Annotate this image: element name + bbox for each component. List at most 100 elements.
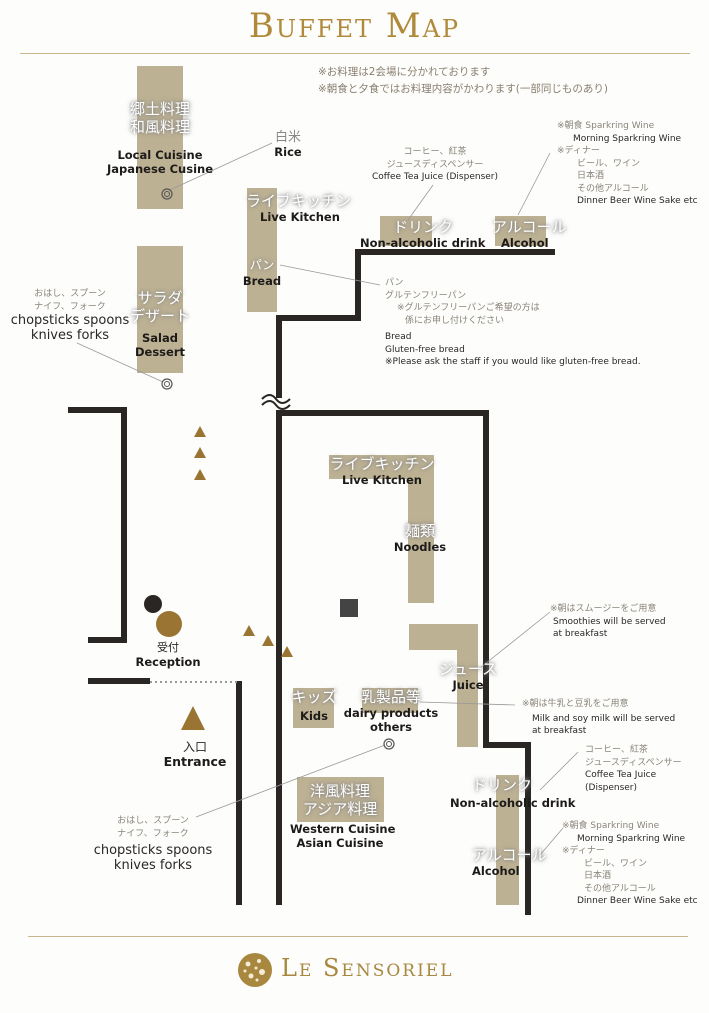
dairy-jp: 乳製品等 xyxy=(360,688,421,706)
callout-text: ジュースディスペンサー xyxy=(585,757,682,768)
local-en2: Japanese Cusine xyxy=(106,162,214,176)
bread-en: Bread xyxy=(242,274,282,288)
callout-text: ※グルテンフリーパンご希望の方は xyxy=(397,303,540,313)
callout-text: (Dispenser) xyxy=(585,782,638,793)
juice-en: Juice xyxy=(452,678,484,692)
callout-text: ※朝食 Sparkring Wine xyxy=(562,821,660,831)
pillar-square xyxy=(340,599,358,617)
label-noodles: 麺類 Noodles xyxy=(380,522,460,554)
live1-jp: ライブキッチン xyxy=(246,192,352,210)
callout-text: chopsticks spoons xyxy=(10,313,130,328)
table-alcohol-1 xyxy=(495,216,546,246)
rice-jp: 白米 xyxy=(274,130,301,145)
callout-text: knives forks xyxy=(30,328,110,343)
live2-jp: ライブキッチン xyxy=(329,455,435,473)
callout-dairy: ※朝は牛乳と豆乳をご用意 Milk and soy milk will be s… xyxy=(522,698,675,738)
table-juice xyxy=(457,624,478,747)
callout-text: Morning Sparkring Wine xyxy=(573,133,682,144)
wall-break-icon xyxy=(261,394,291,410)
alcohol1-en: Alcohol xyxy=(501,236,549,250)
callout-drink-1: コーヒー、紅茶 ジュースディスペンサー Coffee Tea Juice (Di… xyxy=(370,146,500,184)
salad-en2: Dessert xyxy=(134,345,185,359)
callout-alcohol-2: ※朝食 Sparkring Wine Morning Sparkring Win… xyxy=(562,820,698,908)
callout-text: Coffee Tea Juice (Dispenser) xyxy=(371,172,499,182)
label-salad: サラダ デザート Salad Dessert xyxy=(122,289,198,359)
callout-text: ※朝食 Sparkring Wine xyxy=(557,121,655,131)
callout-text: ジュースディスペンサー xyxy=(386,159,484,170)
dairy-en1: dairy products xyxy=(343,706,439,720)
local-jp2: 和風料理 xyxy=(129,118,190,136)
callout-text: Gluten-free bread xyxy=(385,344,465,355)
label-bread: パン Bread xyxy=(240,256,284,288)
rice-en: Rice xyxy=(274,145,302,159)
juice-jp: ジュース xyxy=(438,660,498,678)
dairy-en2: others xyxy=(370,720,412,734)
callout-juice: ※朝はスムージーをご用意 Smoothies will be served at… xyxy=(550,603,666,641)
table-live-kitchen-bread xyxy=(247,188,277,312)
callout-text: その他アルコール xyxy=(577,183,649,194)
reception-dark-circle xyxy=(144,595,162,613)
callout-text: chopsticks spoons xyxy=(93,843,213,858)
table-noodles xyxy=(408,455,434,603)
callout-text: 係にお申し付けください xyxy=(405,315,505,326)
drink2-en: Non-alcoholic drink xyxy=(450,796,576,810)
table-local-cuisine xyxy=(137,66,183,209)
entrance-en: Entrance xyxy=(163,754,227,769)
label-live-kitchen-1: ライブキッチン Live Kitchen xyxy=(246,192,351,224)
live2-en: Live Kitchen xyxy=(342,473,422,487)
entrance-jp: 入口 xyxy=(182,740,207,754)
noodles-jp: 麺類 xyxy=(404,522,435,540)
reception-jp: 受付 xyxy=(157,641,179,654)
label-western: 洋風料理 アジア料理 Western Cuisine Asian Cuisine xyxy=(290,782,396,850)
label-juice: ジュース Juice xyxy=(428,660,508,692)
label-local-cuisine-en: Local Cuisine Japanese Cusine xyxy=(100,148,220,176)
reception-circle xyxy=(156,611,182,637)
salad-en1: Salad xyxy=(142,331,178,345)
table-dairy xyxy=(362,688,418,713)
callout-text: at breakfast xyxy=(553,629,608,639)
callout-text: knives forks xyxy=(113,858,193,873)
note-menu-changes: ※朝食と夕食ではお料理内容がかわります(一部同じものあり) xyxy=(318,83,608,95)
callout-bread: パン グルテンフリーパン ※グルテンフリーパンご希望の方は 係にお申し付けくださ… xyxy=(385,277,641,369)
callout-text: その他アルコール xyxy=(584,883,656,894)
note-two-venues: ※お料理は2会場に分かれております xyxy=(318,66,491,78)
callout-text: Dinner Beer Wine Sake etc xyxy=(577,196,698,206)
live1-en: Live Kitchen xyxy=(260,210,340,224)
local-en1: Local Cuisine xyxy=(117,148,203,162)
label-drink-1: ドリンク Non-alcoholic drink xyxy=(360,218,485,250)
callout-text: ※ディナー xyxy=(557,146,600,156)
callout-text: おはし、スプーン xyxy=(34,289,106,299)
callout-text: ビール、ワイン xyxy=(577,158,641,169)
label-entrance: 入口 Entrance xyxy=(155,740,235,769)
brand-logo-icon xyxy=(238,953,272,987)
label-drink-2: ドリンク Non-alcoholic drink xyxy=(450,776,575,810)
table-kids xyxy=(293,688,334,728)
western-en1: Western Cuisine xyxy=(290,822,396,836)
label-alcohol-1: アルコール Alcohol xyxy=(492,218,567,250)
callout-text: Coffee Tea Juice xyxy=(585,770,657,780)
callout-text: ナイフ、フォーク xyxy=(34,301,106,312)
page-title: Buffet Map xyxy=(248,6,461,46)
table-salad xyxy=(137,246,183,373)
noodles-en: Noodles xyxy=(393,540,447,554)
label-kids: キッズ Kids xyxy=(286,688,342,723)
plate-icon xyxy=(161,188,395,750)
table-western xyxy=(297,777,384,822)
callout-text: 日本酒 xyxy=(584,871,612,881)
drink2-jp: ドリンク xyxy=(472,776,533,794)
reception-en: Reception xyxy=(135,655,201,669)
western-jp1: 洋風料理 xyxy=(309,782,370,800)
callout-text: Milk and soy milk will be served xyxy=(532,713,676,724)
alcohol2-jp: アルコール xyxy=(472,846,547,864)
callout-text: Dinner Beer Wine Sake etc xyxy=(577,896,698,906)
alcohol2-en: Alcohol xyxy=(472,864,520,878)
header-divider xyxy=(20,53,690,54)
footer-divider xyxy=(28,936,688,937)
kids-en: Kids xyxy=(300,709,328,723)
label-rice: 白米 Rice xyxy=(266,130,310,159)
callout-text: パン xyxy=(385,278,404,288)
table-drink-alcohol-2 xyxy=(496,775,519,905)
leader-lines xyxy=(76,142,579,856)
salad-jp2: デザート xyxy=(129,307,190,325)
